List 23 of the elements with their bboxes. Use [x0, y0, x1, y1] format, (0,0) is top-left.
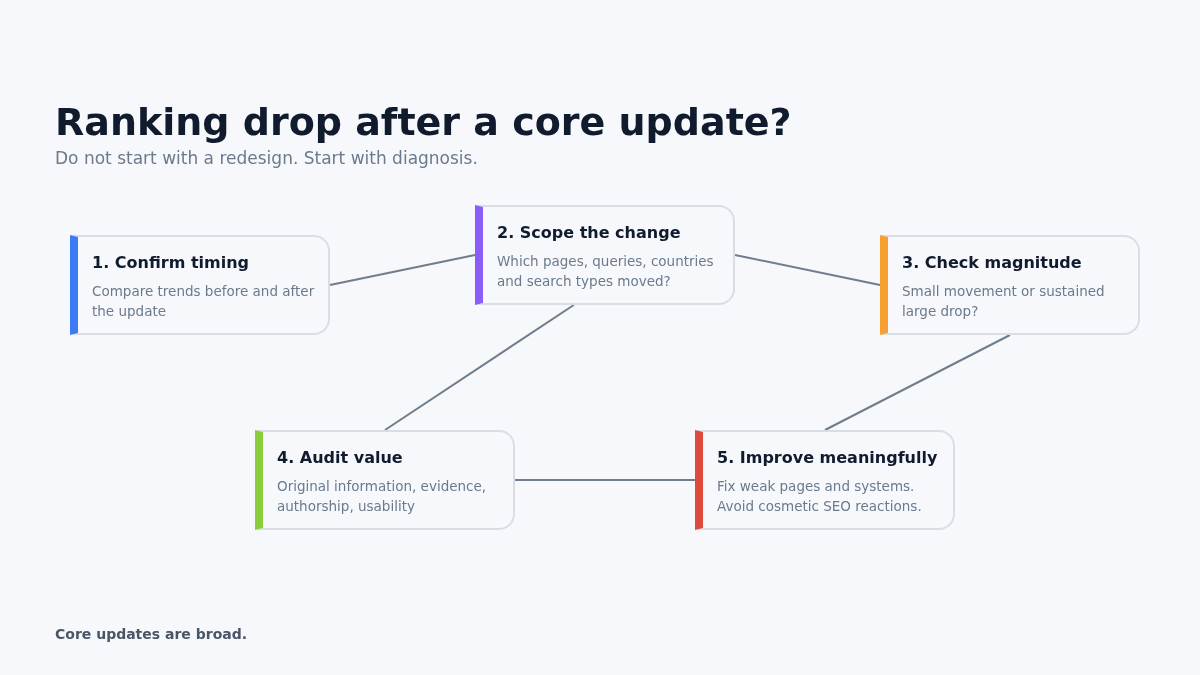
connector-line: [824, 334, 1011, 431]
step-title: 2. Scope the change: [497, 222, 682, 244]
step-title: 1. Confirm timing: [92, 252, 251, 274]
step-description: Original information, evidence, authorship, usability: [277, 477, 488, 516]
footnote: Core updates are broad.: [55, 625, 248, 644]
step-description: Fix weak pages and systems. Avoid cosmetic SEO reactions.: [717, 477, 923, 516]
step-card: [880, 235, 1140, 335]
connector-line: [734, 254, 881, 286]
step-description: Small movement or sustained large drop?: [902, 282, 1106, 321]
step-description: Compare trends before and after the update: [92, 282, 316, 321]
step-title: 3. Check magnitude: [902, 252, 1083, 274]
connector-line: [514, 479, 696, 481]
subtitle: Do not start with a redesign. Start with diagnosis.: [55, 147, 478, 170]
title: Ranking drop after a core update?: [55, 99, 792, 146]
step-description: Which pages, queries, countries and search types moved?: [497, 252, 715, 291]
step-card: [695, 430, 955, 530]
step-card: [255, 430, 515, 530]
connector-line: [329, 254, 476, 286]
step-title: 4. Audit value: [277, 447, 404, 469]
step-title: 5. Improve meaningfully: [717, 447, 939, 469]
step-card: [70, 235, 330, 335]
step-card: [475, 205, 735, 305]
connector-line: [384, 304, 575, 431]
